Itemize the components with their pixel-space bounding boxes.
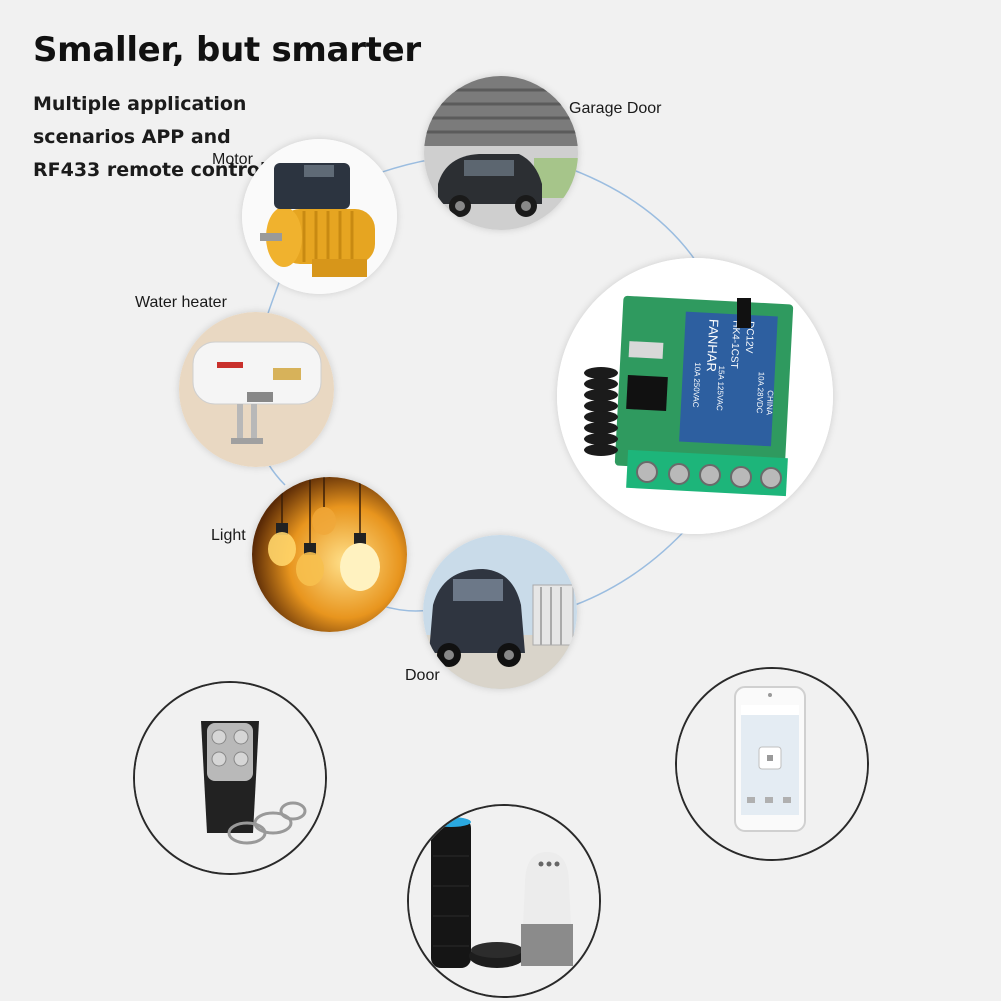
label-garage-door: Garage Door <box>569 100 662 117</box>
motor-image <box>242 139 397 294</box>
subheadline: Multiple application scenarios APP and R… <box>33 93 267 181</box>
light-image <box>252 477 407 632</box>
relay-rating-2: 15A 125VAC <box>715 365 726 411</box>
label-door: Door <box>405 667 440 684</box>
label-light: Light <box>211 527 246 544</box>
relay-voltage: DC12V <box>743 321 756 354</box>
door-image <box>423 535 577 689</box>
relay-brand: FANHAR <box>704 319 722 372</box>
smart-speakers-image <box>407 804 601 998</box>
label-motor: Motor <box>212 151 253 168</box>
water-heater-image <box>179 312 334 467</box>
relay-module-image: FANHAR HK4-1CST DC12V 10A 250VAC 15A 125… <box>557 258 833 534</box>
relay-origin: CHINA <box>765 390 775 416</box>
garage-door-image <box>424 76 578 230</box>
label-water-heater: Water heater <box>135 294 227 311</box>
phone-app-image <box>675 667 869 861</box>
rf-remote-image <box>133 681 327 875</box>
relay-model: HK4-1CST <box>728 320 742 369</box>
relay-rating-1: 10A 250VAC <box>691 362 702 408</box>
relay-rating-3: 10A 28VDC <box>755 371 766 413</box>
headline: Smaller, but smarter <box>33 30 421 70</box>
